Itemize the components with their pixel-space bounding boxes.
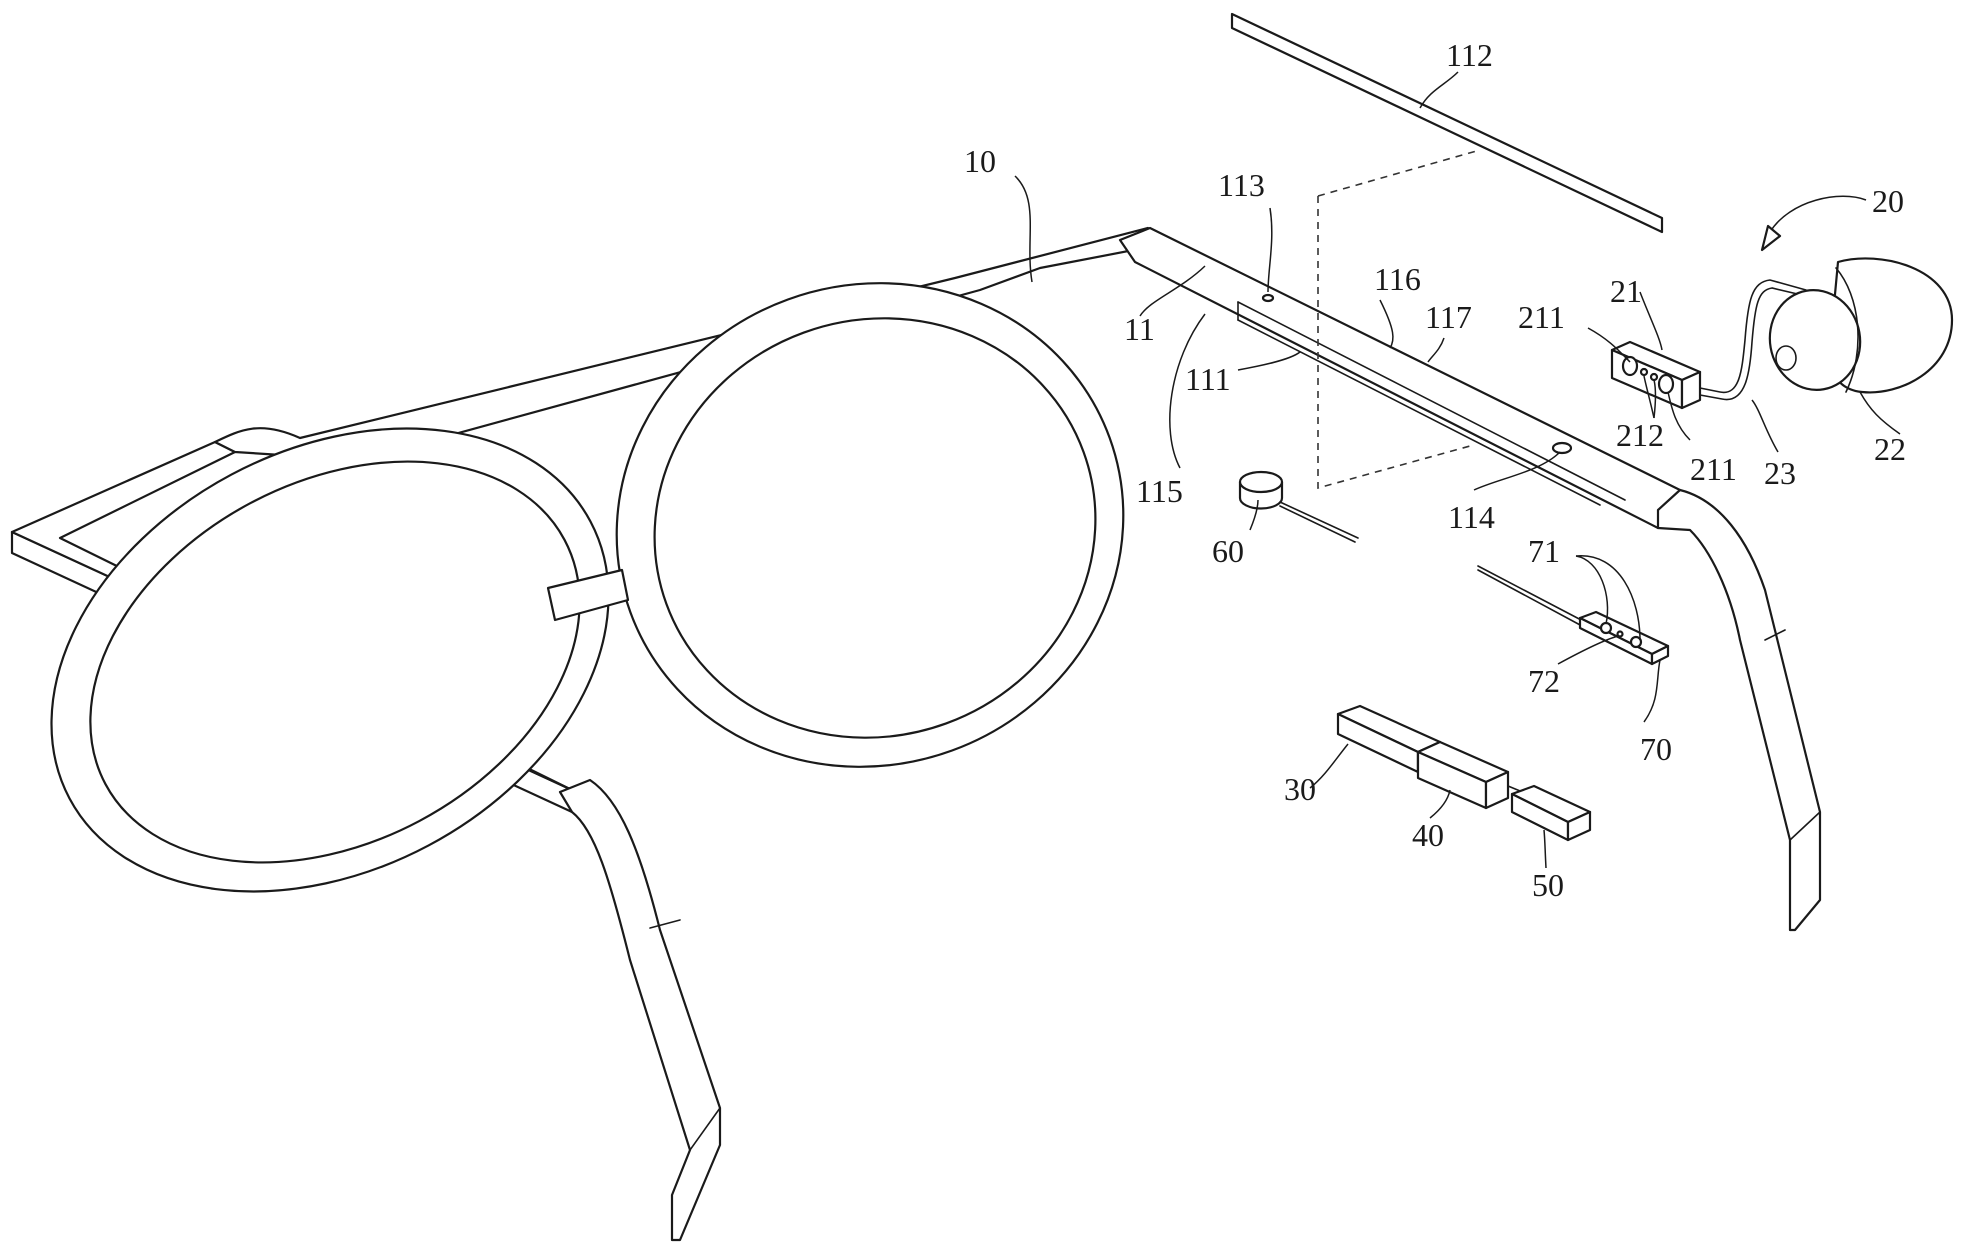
dashed-plane [1317, 149, 1481, 490]
label-211b: 211 [1690, 451, 1737, 487]
cable-23 [1699, 279, 1807, 394]
leader-20-arrow [1760, 224, 1782, 252]
label-21: 21 [1610, 273, 1642, 309]
plate-112 [1230, 12, 1664, 234]
frame-10 [10, 226, 1822, 1242]
label-112: 112 [1446, 37, 1493, 73]
right-temple-segment-2 [1789, 811, 1821, 841]
earbud-22-ring [1835, 267, 1859, 393]
frame-brow [213, 226, 1167, 462]
component-60-wire-2 [1279, 505, 1356, 543]
label-70: 70 [1640, 731, 1672, 767]
component-70-plate-side [1650, 644, 1670, 666]
label-71: 71 [1528, 533, 1560, 569]
leader-113 [1267, 207, 1273, 293]
module-50-side [1566, 810, 1592, 842]
component-70 [1477, 565, 1670, 666]
leader-20 [1769, 195, 1867, 233]
earbud-22-nozzle [1775, 345, 1797, 371]
label-72: 72 [1528, 663, 1560, 699]
left-temple-segment-2 [689, 1107, 721, 1151]
hole-72 [1616, 630, 1624, 638]
leader-71 [1575, 555, 1641, 641]
leader-112 [1419, 71, 1459, 109]
channel-111-lower [1237, 319, 1601, 506]
leader-211b [1667, 391, 1691, 441]
leader-212b [1653, 379, 1657, 419]
leader-23 [1751, 399, 1779, 453]
component-70-wire [1477, 565, 1586, 623]
leader-10 [1014, 175, 1033, 283]
leader-22 [1859, 391, 1901, 435]
leader-30 [1309, 743, 1349, 789]
hole-211a [1621, 355, 1639, 377]
module-40-side [1484, 770, 1510, 810]
leader-lines [1014, 71, 1901, 869]
label-116: 116 [1374, 261, 1421, 297]
component-70-wire-2 [1477, 569, 1583, 627]
leader-72 [1557, 635, 1619, 665]
cable-23-b [1699, 287, 1807, 401]
leader-50 [1543, 829, 1547, 869]
leader-60 [1249, 499, 1259, 531]
label-23: 23 [1764, 455, 1796, 491]
left-lens-rim-inner [89, 460, 581, 864]
leader-212 [1643, 375, 1655, 419]
label-114: 114 [1448, 499, 1495, 535]
label-22: 22 [1874, 431, 1906, 467]
assembly-20 [1610, 257, 1954, 410]
reference-numerals: 10 11 111 112 113 114 115 116 117 20 21 … [964, 37, 1906, 903]
label-50: 50 [1532, 867, 1564, 903]
leader-21 [1639, 291, 1663, 351]
left-temple-arm [558, 778, 722, 1242]
pin-71a [1599, 621, 1613, 635]
component-60-wire [1279, 501, 1359, 539]
modules-30-40-50 [1336, 704, 1592, 842]
label-30: 30 [1284, 771, 1316, 807]
right-temple-segment [1764, 629, 1786, 641]
right-temple-arm [1656, 488, 1822, 932]
leader-115 [1169, 313, 1206, 469]
leader-116 [1379, 299, 1394, 349]
left-temple-segment [649, 919, 681, 929]
hole-212a [1639, 367, 1649, 377]
leader-71b [1575, 555, 1609, 625]
component-60 [1238, 470, 1359, 543]
label-113: 113 [1218, 167, 1265, 203]
leader-117 [1427, 337, 1445, 363]
label-60: 60 [1212, 533, 1244, 569]
label-11: 11 [1124, 311, 1155, 347]
hole-113 [1261, 293, 1275, 303]
hole-211b [1657, 373, 1675, 395]
label-212: 212 [1616, 417, 1664, 453]
label-115: 115 [1136, 473, 1183, 509]
label-111: 111 [1185, 361, 1231, 397]
nose-bridge [546, 568, 630, 622]
label-117: 117 [1425, 299, 1472, 335]
leader-111 [1237, 351, 1301, 371]
earbud-22-tip [1768, 289, 1862, 391]
leader-114 [1473, 451, 1561, 491]
label-10: 10 [964, 143, 996, 179]
right-lens-rim-inner [653, 317, 1097, 739]
leader-211a [1587, 327, 1631, 363]
leader-40 [1429, 789, 1451, 819]
component-60-top [1238, 470, 1284, 494]
channel-111 [1237, 301, 1626, 501]
pin-71b [1629, 635, 1643, 649]
connector-21-side [1680, 370, 1702, 410]
hole-114 [1551, 441, 1573, 455]
label-40: 40 [1412, 817, 1444, 853]
leader-11 [1139, 265, 1206, 317]
label-211a: 211 [1518, 299, 1565, 335]
label-20: 20 [1872, 183, 1904, 219]
hole-212b [1649, 372, 1659, 382]
leader-70 [1643, 659, 1661, 723]
